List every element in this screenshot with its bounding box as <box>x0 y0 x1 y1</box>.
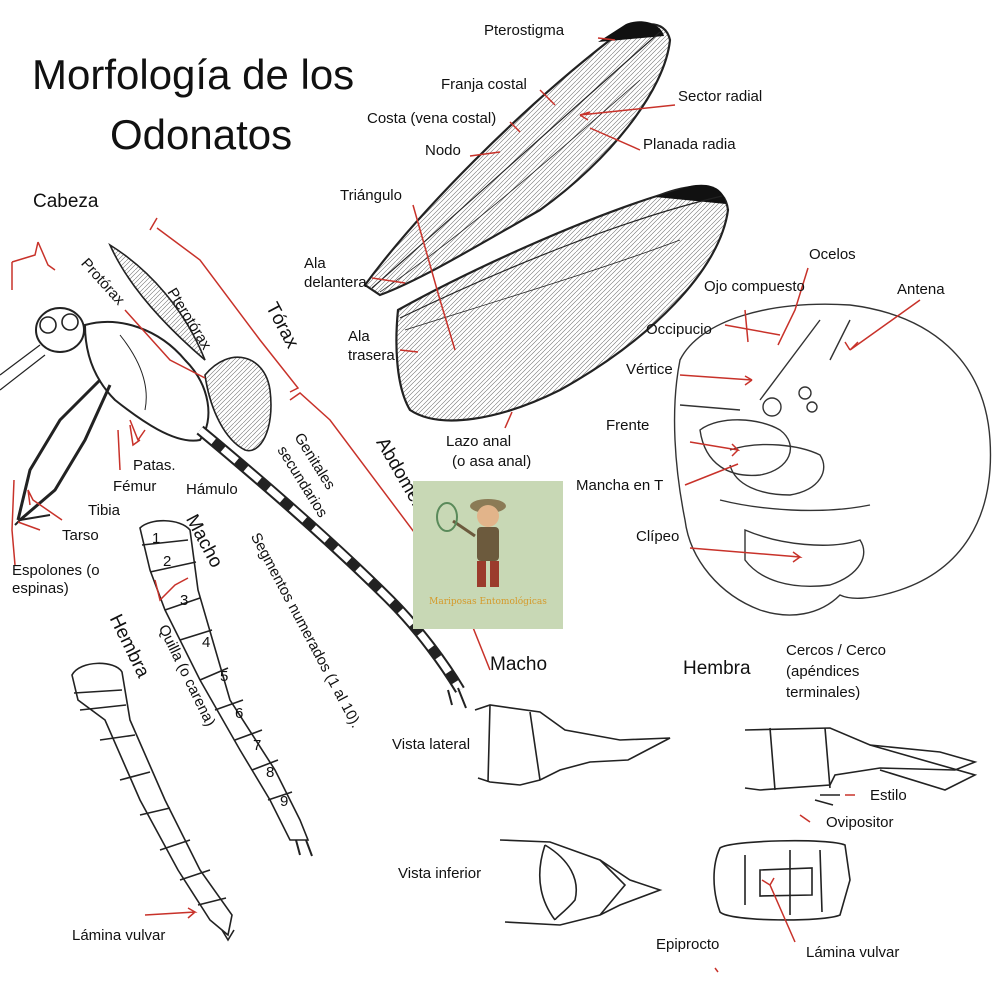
wings-drawing <box>363 21 730 422</box>
logo-text: Mariposas Entomológicas <box>429 597 547 607</box>
label-forewing-2: delantera <box>304 274 367 291</box>
label-cerci-3: terminales) <box>786 684 861 701</box>
hindwing <box>395 185 730 422</box>
label-hindwing-1: Ala <box>348 328 370 345</box>
label-costal-fringe: Franja costal <box>441 76 527 93</box>
label-cerci-1: Cercos / Cerco <box>786 642 887 659</box>
head-closeup-drawing <box>673 303 992 616</box>
label-ventral-view: Vista inferior <box>398 865 482 882</box>
label-spurs-1: Espolones (o <box>12 562 100 579</box>
label-ocelli: Ocelos <box>809 246 856 263</box>
pointer-lines <box>11 37 921 973</box>
label-cerci-2: (apéndices <box>786 663 860 680</box>
segment-number: 9 <box>280 793 289 810</box>
label-vulvar-plate: Lámina vulvar <box>72 927 166 944</box>
title-line-2: Odonatos <box>110 111 293 158</box>
label-spurs-2: espinas) <box>12 580 69 597</box>
section-female-appendages: Hembra <box>683 658 751 679</box>
segment-number: 8 <box>266 764 275 781</box>
label-vertex: Vértice <box>626 361 673 378</box>
label-pterostigma: Pterostigma <box>484 22 565 39</box>
label-style: Estilo <box>870 787 907 804</box>
section-male-appendages: Macho <box>490 654 548 675</box>
label-lateral-view: Vista lateral <box>392 736 471 753</box>
segment-number: 7 <box>253 737 262 754</box>
label-t-spot: Mancha en T <box>576 477 664 494</box>
female-abdomen-drawing <box>71 662 235 942</box>
label-forewing-1: Ala <box>304 255 326 272</box>
label-compound-eye: Ojo compuesto <box>704 278 805 295</box>
forewing-pterostigma <box>598 21 664 42</box>
label-hamule: Hámulo <box>186 481 238 498</box>
segment-number: 5 <box>220 668 229 685</box>
section-head: Cabeza <box>33 191 99 212</box>
label-triangle: Triángulo <box>340 187 402 204</box>
label-anal-loop-1: Lazo anal <box>446 433 512 450</box>
appendages-drawing <box>474 704 978 926</box>
label-costa: Costa (vena costal) <box>367 110 497 127</box>
label-epiproct: Epiprocto <box>656 936 720 953</box>
label-vulvar-plate-appendage: Lámina vulvar <box>806 944 900 961</box>
label-occiput: Occipucio <box>646 321 712 338</box>
male-abdomen-drawing <box>139 519 313 857</box>
label-radial-sector: Sector radial <box>678 88 763 105</box>
label-frons: Frente <box>606 417 650 434</box>
label-radial-planate: Planada radia <box>643 136 736 153</box>
segment-number: 3 <box>180 592 189 609</box>
label-anal-loop-2: (o asa anal) <box>452 453 532 470</box>
label-clypeus: Clípeo <box>636 528 680 545</box>
logo-image: Mariposas Entomológicas <box>413 481 563 629</box>
segment-number: 6 <box>235 705 244 722</box>
label-hindwing-2: trasera <box>348 347 395 364</box>
label-legs: Patas. <box>133 457 176 474</box>
label-tibia: Tibia <box>88 502 120 519</box>
label-tarsus: Tarso <box>62 527 99 544</box>
explorer-mascot-icon <box>436 499 506 587</box>
title-line-1: Morfología de los <box>32 51 355 98</box>
dragonfly-body <box>0 242 467 709</box>
label-nodus: Nodo <box>425 142 461 159</box>
label-antenna: Antena <box>897 281 945 298</box>
segment-number: 4 <box>202 634 211 651</box>
segment-number: 2 <box>163 553 172 570</box>
segment-number: 1 <box>152 530 161 547</box>
label-ovipositor: Ovipositor <box>826 814 894 831</box>
label-femur: Fémur <box>113 478 157 495</box>
